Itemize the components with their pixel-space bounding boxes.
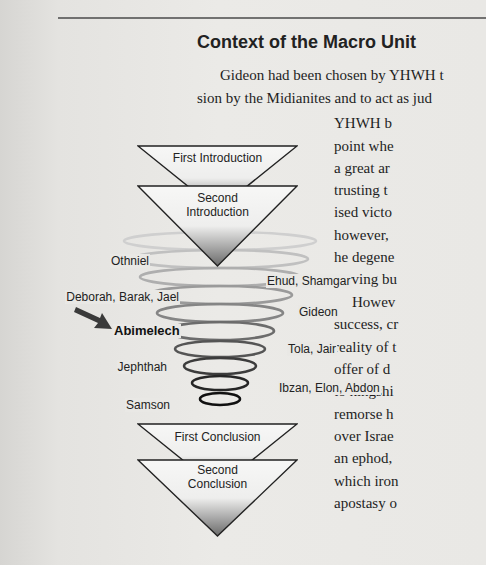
body-text-line: an ephod, <box>334 449 392 467</box>
funnel-triangle: Second Conclusion <box>137 459 298 537</box>
body-text-line: a great ar <box>334 159 390 177</box>
section-title: Context of the Macro Unit <box>197 32 416 53</box>
body-text-line: success, cr <box>334 315 398 333</box>
body-text-line: sion by the Midianites and to act as jud <box>197 89 432 107</box>
body-text-line: trusting t <box>334 181 388 199</box>
funnel-triangle: Second Introduction <box>137 185 298 267</box>
triangle-label: First Conclusion <box>172 430 264 444</box>
judge-label: Deborah, Barak, Jael <box>65 290 180 304</box>
header-rule <box>58 17 486 19</box>
judge-label: Ibzan, Elon, Abdon <box>278 381 381 395</box>
judge-label: Jephthah <box>117 360 168 374</box>
triangle-outline <box>138 186 297 266</box>
body-text-line: Gideon had been chosen by YHWH t <box>220 66 444 84</box>
judge-label: Ehud, Shamgar <box>266 274 351 288</box>
body-text-line: offer of d <box>334 360 390 378</box>
body-text-line: over Israe <box>334 427 394 445</box>
judge-label: Tola, Jair <box>287 342 337 356</box>
triangle-label: First Introduction <box>172 151 264 165</box>
body-text-line: remorse h <box>334 405 394 423</box>
body-text-line: which iron <box>334 472 399 490</box>
body-text-line: he degene <box>334 248 394 266</box>
body-text-line: reality of t <box>334 338 396 356</box>
triangle-outline <box>138 460 297 536</box>
pointer-arrow <box>74 307 112 329</box>
body-text-line: however, <box>334 226 389 244</box>
triangle-label: Second Introduction <box>172 191 264 219</box>
judge-label: Samson <box>125 398 171 412</box>
triangle-label: Second Conclusion <box>172 463 264 491</box>
body-text-line: point whe <box>334 137 394 155</box>
body-text-line: Howev <box>352 293 395 311</box>
judge-label: Abimelech <box>113 324 181 338</box>
judge-label: Gideon <box>298 305 339 319</box>
body-text-line: ised victo <box>334 203 392 221</box>
body-text-line: apostasy o <box>334 494 397 512</box>
body-text-line: YHWH b <box>334 114 392 132</box>
judge-label: Othniel <box>110 254 150 268</box>
